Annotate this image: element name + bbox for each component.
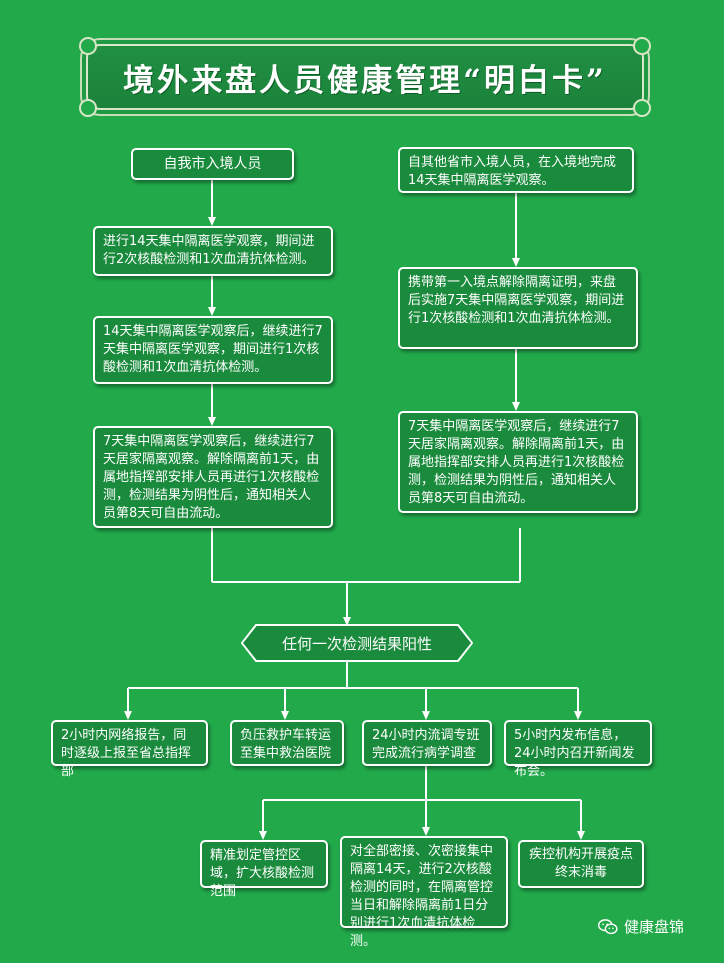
subaction-control-box: 精准划定管控区域，扩大核酸检测范围: [200, 840, 328, 899]
corner-ornament: [79, 99, 97, 117]
subaction-quarantine-box: 对全部密接、次密接集中隔离14天，进行2次核酸检测的同时，在隔离管控当日和解除隔…: [340, 836, 508, 949]
left-step2-box: 14天集中隔离医学观察后，继续进行7天集中隔离医学观察，期间进行1次核酸检测和1…: [93, 316, 333, 384]
wechat-icon: [598, 918, 618, 934]
left-step1-box: 进行14天集中隔离医学观察，期间进行2次核酸检测和1次血清抗体检测。: [93, 226, 333, 276]
action-report-box: 2小时内网络报告，同时逐级上报至省总指挥部: [51, 720, 208, 779]
left-step3-box: 7天集中隔离医学观察后，继续进行7天居家隔离观察。解除隔离前1天，由属地指挥部安…: [93, 426, 333, 528]
decision-label: 任何一次检测结果阳性: [281, 634, 432, 653]
action-press-box: 5小时内发布信息，24小时内召开新闻发布会。: [504, 720, 652, 779]
action-investigation-box: 24小时内流调专班完成流行病学调查: [362, 720, 492, 766]
left-start-box: 自我市入境人员: [131, 148, 294, 180]
corner-ornament: [633, 99, 651, 117]
decision-box: 任何一次检测结果阳性: [243, 626, 471, 660]
right-step2-box: 7天集中隔离医学观察后，继续进行7天居家隔离观察。解除隔离前1天，由属地指挥部安…: [398, 411, 638, 513]
action-transfer-box: 负压救护车转运至集中救治医院: [230, 720, 344, 766]
corner-ornament: [79, 37, 97, 55]
right-step1-box: 携带第一入境点解除隔离证明，来盘后实施7天集中隔离医学观察，期间进行1次核酸检测…: [398, 267, 638, 349]
watermark-text: 健康盘锦: [624, 918, 685, 936]
right-start-box: 自其他省市入境人员，在入境地完成14天集中隔离医学观察。: [398, 147, 634, 193]
title-banner: 境外来盘人员健康管理“明白卡”: [79, 37, 651, 117]
page-title: 境外来盘人员健康管理“明白卡”: [123, 62, 607, 99]
subaction-disinfect-box: 疾控机构开展疫点终末消毒: [518, 840, 644, 888]
decision-outline: [241, 624, 473, 662]
watermark: 健康盘锦: [598, 916, 684, 937]
corner-ornament: [633, 37, 651, 55]
